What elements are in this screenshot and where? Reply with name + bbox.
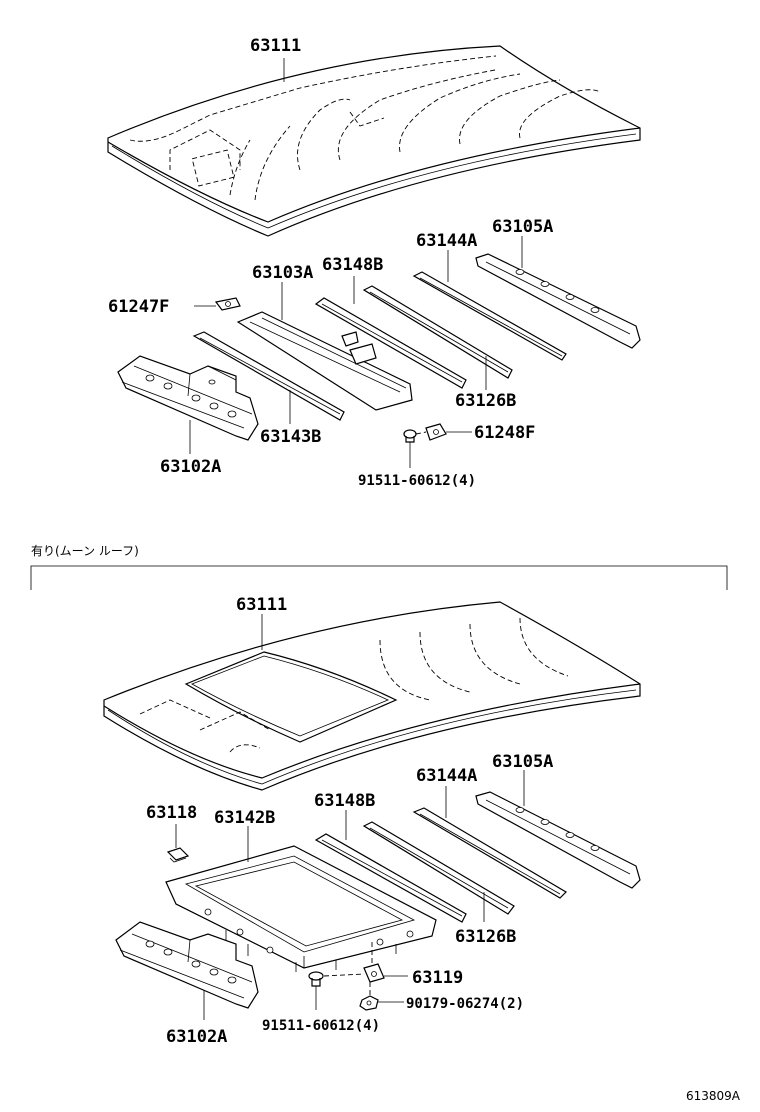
label-63126B-upper: 63126B [455,391,516,411]
label-63102A-moonroof: 63102A [166,1027,227,1047]
roof-bow-lower-upper [362,285,513,379]
roof-bow-rear-moonroof [475,791,641,889]
roof-panel-upper [107,45,641,237]
figure-code: 613809A [686,1089,741,1103]
clip-61247F [214,297,241,311]
label-63144A-moonroof: 63144A [416,766,477,786]
nut-90179 [359,995,379,1011]
roof-bow-front-upper [192,331,345,421]
sunroof-frame [165,845,437,972]
bracket-63118 [166,847,190,863]
roof-bow-rear-center-upper [412,271,567,361]
label-63142B: 63142B [214,808,275,828]
section-bracket [30,565,728,590]
label-63148B-moonroof: 63148B [314,791,375,811]
roof-panel-moonroof [103,601,641,791]
label-90179: 90179-06274(2) [406,996,524,1012]
label-63111-moonroof: 63111 [236,595,287,615]
roof-bow-center-upper [314,297,467,389]
label-63144A-upper: 63144A [416,231,477,251]
roof-bow-rear-upper [475,253,641,349]
label-91511-moonroof: 91511-60612(4) [262,1018,380,1034]
label-63102A-upper: 63102A [160,457,221,477]
bolt-moonroof [308,971,324,987]
bolt-upper [403,429,417,443]
label-91511-upper: 91511-60612(4) [358,473,476,489]
header-panel-moonroof [115,921,259,1009]
leader-line [323,973,365,977]
roof-reinforcement-upper [236,311,413,411]
label-63143B-upper: 63143B [260,427,321,447]
label-63119: 63119 [412,968,463,988]
label-61248F: 61248F [474,423,535,443]
label-63105A-moonroof: 63105A [492,752,553,772]
label-63118: 63118 [146,803,197,823]
label-63103A-upper: 63103A [252,263,313,283]
leader-line [415,431,427,435]
roof-bow-rear-center-moonroof [412,807,567,899]
label-63126B-moonroof: 63126B [455,927,516,947]
roof-bow-lower-moonroof [362,821,515,915]
label-63105A-upper: 63105A [492,217,553,237]
header-panel-upper [117,355,259,441]
clip-61248F [425,423,447,441]
label-63148B-upper: 63148B [322,255,383,275]
label-63111-upper: 63111 [250,36,301,56]
clip-63119 [363,963,385,983]
moon-roof-caption: 有り(ムーン ルーフ) [31,544,139,558]
roof-bow-center-moonroof [314,833,467,923]
label-61247F: 61247F [108,297,169,317]
